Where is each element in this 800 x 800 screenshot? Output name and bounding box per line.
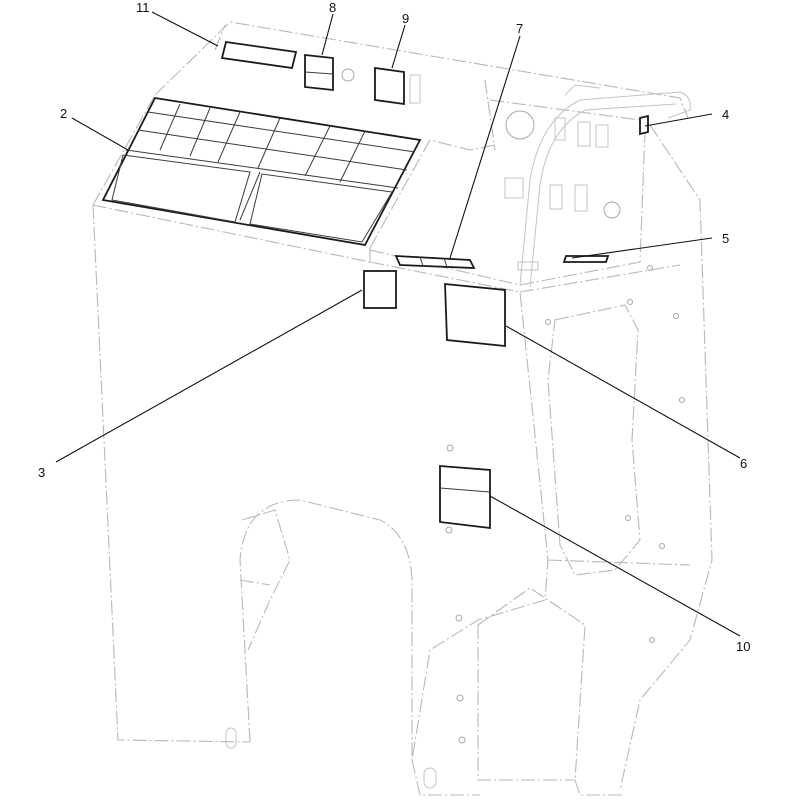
decal-5	[562, 255, 610, 263]
callout-9: 9	[402, 11, 409, 26]
decal-6	[444, 283, 506, 347]
callout-7: 7	[516, 21, 523, 36]
callout-8: 8	[329, 0, 336, 15]
decal-7	[394, 255, 476, 269]
decal-10	[439, 465, 491, 530]
decal-8	[304, 53, 334, 92]
callout-11: 11	[136, 0, 150, 15]
decal-9	[374, 66, 405, 106]
callout-10: 10	[736, 639, 750, 654]
callout-5: 5	[722, 231, 729, 246]
callout-2: 2	[60, 106, 67, 121]
leader-9	[391, 24, 406, 69]
leader-8	[321, 13, 334, 56]
decal-2-instruction-panel	[101, 97, 422, 246]
leader-5	[571, 237, 713, 259]
leader-7	[449, 35, 521, 259]
callout-6: 6	[740, 456, 747, 471]
leader-3	[55, 289, 363, 463]
console-hardware	[341, 68, 621, 271]
callout-3: 3	[38, 465, 45, 480]
leader-4	[644, 113, 713, 127]
decal-3	[363, 270, 397, 309]
leader-11	[151, 11, 219, 47]
decal-11	[220, 40, 298, 70]
mounting-holes	[225, 265, 685, 789]
leader-10	[489, 495, 741, 637]
callout-4: 4	[722, 107, 729, 122]
decal-4	[639, 114, 649, 136]
leader-2	[71, 117, 129, 151]
machine-body-outline	[92, 21, 713, 796]
callout-labels: 11 8 9 7 2 4 5 3 6 10	[38, 0, 750, 654]
leader-6	[505, 325, 741, 459]
leader-lines	[55, 11, 741, 637]
